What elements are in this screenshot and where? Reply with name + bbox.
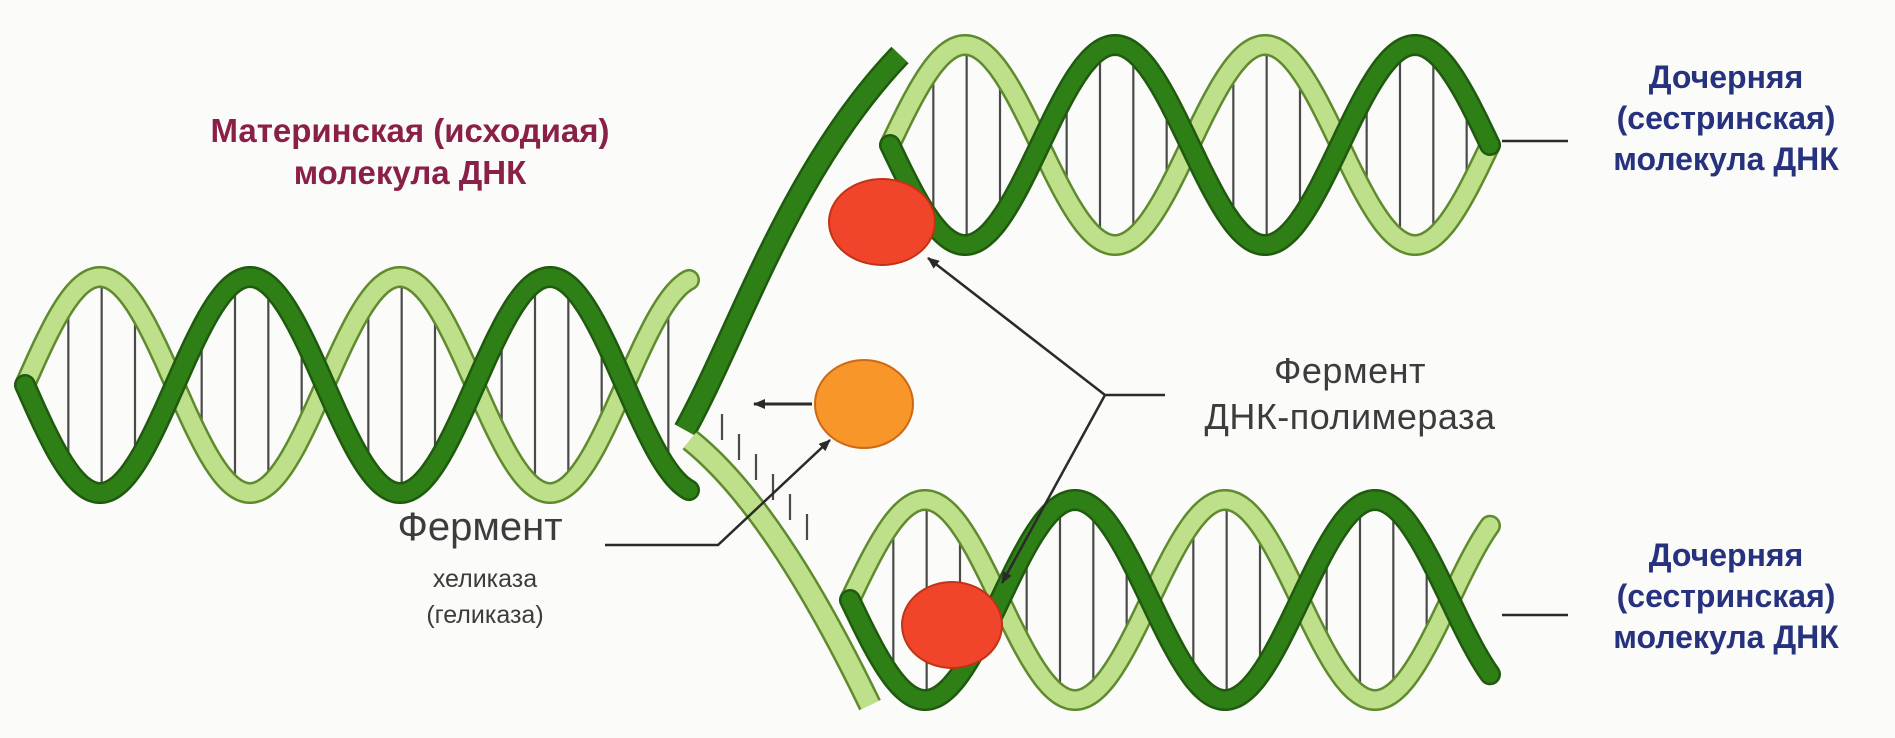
dna-polymerase-top-enzyme xyxy=(829,179,935,265)
helicase-names-label: хеликаза (геликаза) xyxy=(365,561,605,634)
parent-dna-helix xyxy=(25,277,689,493)
helicase-title-label: Фермент xyxy=(360,502,600,553)
mother-dna-label: Материнская (исходиая) молекула ДНК xyxy=(130,110,690,194)
daughter-top-line-2: (сестринская) xyxy=(1565,98,1887,139)
polymerase-label-line-2: ДНК-полимераза xyxy=(1120,394,1580,440)
polymerase-bottom-pointer xyxy=(1002,395,1105,583)
daughter-top-line-3: молекула ДНК xyxy=(1565,139,1887,180)
mother-label-line-1: Материнская (исходиая) xyxy=(130,110,690,152)
helicase-enzyme xyxy=(815,360,913,448)
helicase-name-2: (геликаза) xyxy=(365,597,605,633)
daughter-bottom-label: Дочерняя (сестринская) молекула ДНК xyxy=(1565,535,1887,658)
dna-polymerase-bottom-enzyme xyxy=(902,582,1002,668)
daughter-top-label: Дочерняя (сестринская) молекула ДНК xyxy=(1565,57,1887,180)
daughter-top-line-1: Дочерняя xyxy=(1565,57,1887,98)
polymerase-label: Фермент ДНК-полимераза xyxy=(1120,348,1580,440)
daughter-bottom-line-3: молекула ДНК xyxy=(1565,617,1887,658)
daughter-bottom-line-1: Дочерняя xyxy=(1565,535,1887,576)
mother-label-line-2: молекула ДНК xyxy=(130,152,690,194)
daughter-bottom-line-2: (сестринская) xyxy=(1565,576,1887,617)
helicase-name-1: хеликаза xyxy=(365,561,605,597)
polymerase-label-line-1: Фермент xyxy=(1120,348,1580,394)
daughter-dna-helix-top xyxy=(890,45,1490,245)
